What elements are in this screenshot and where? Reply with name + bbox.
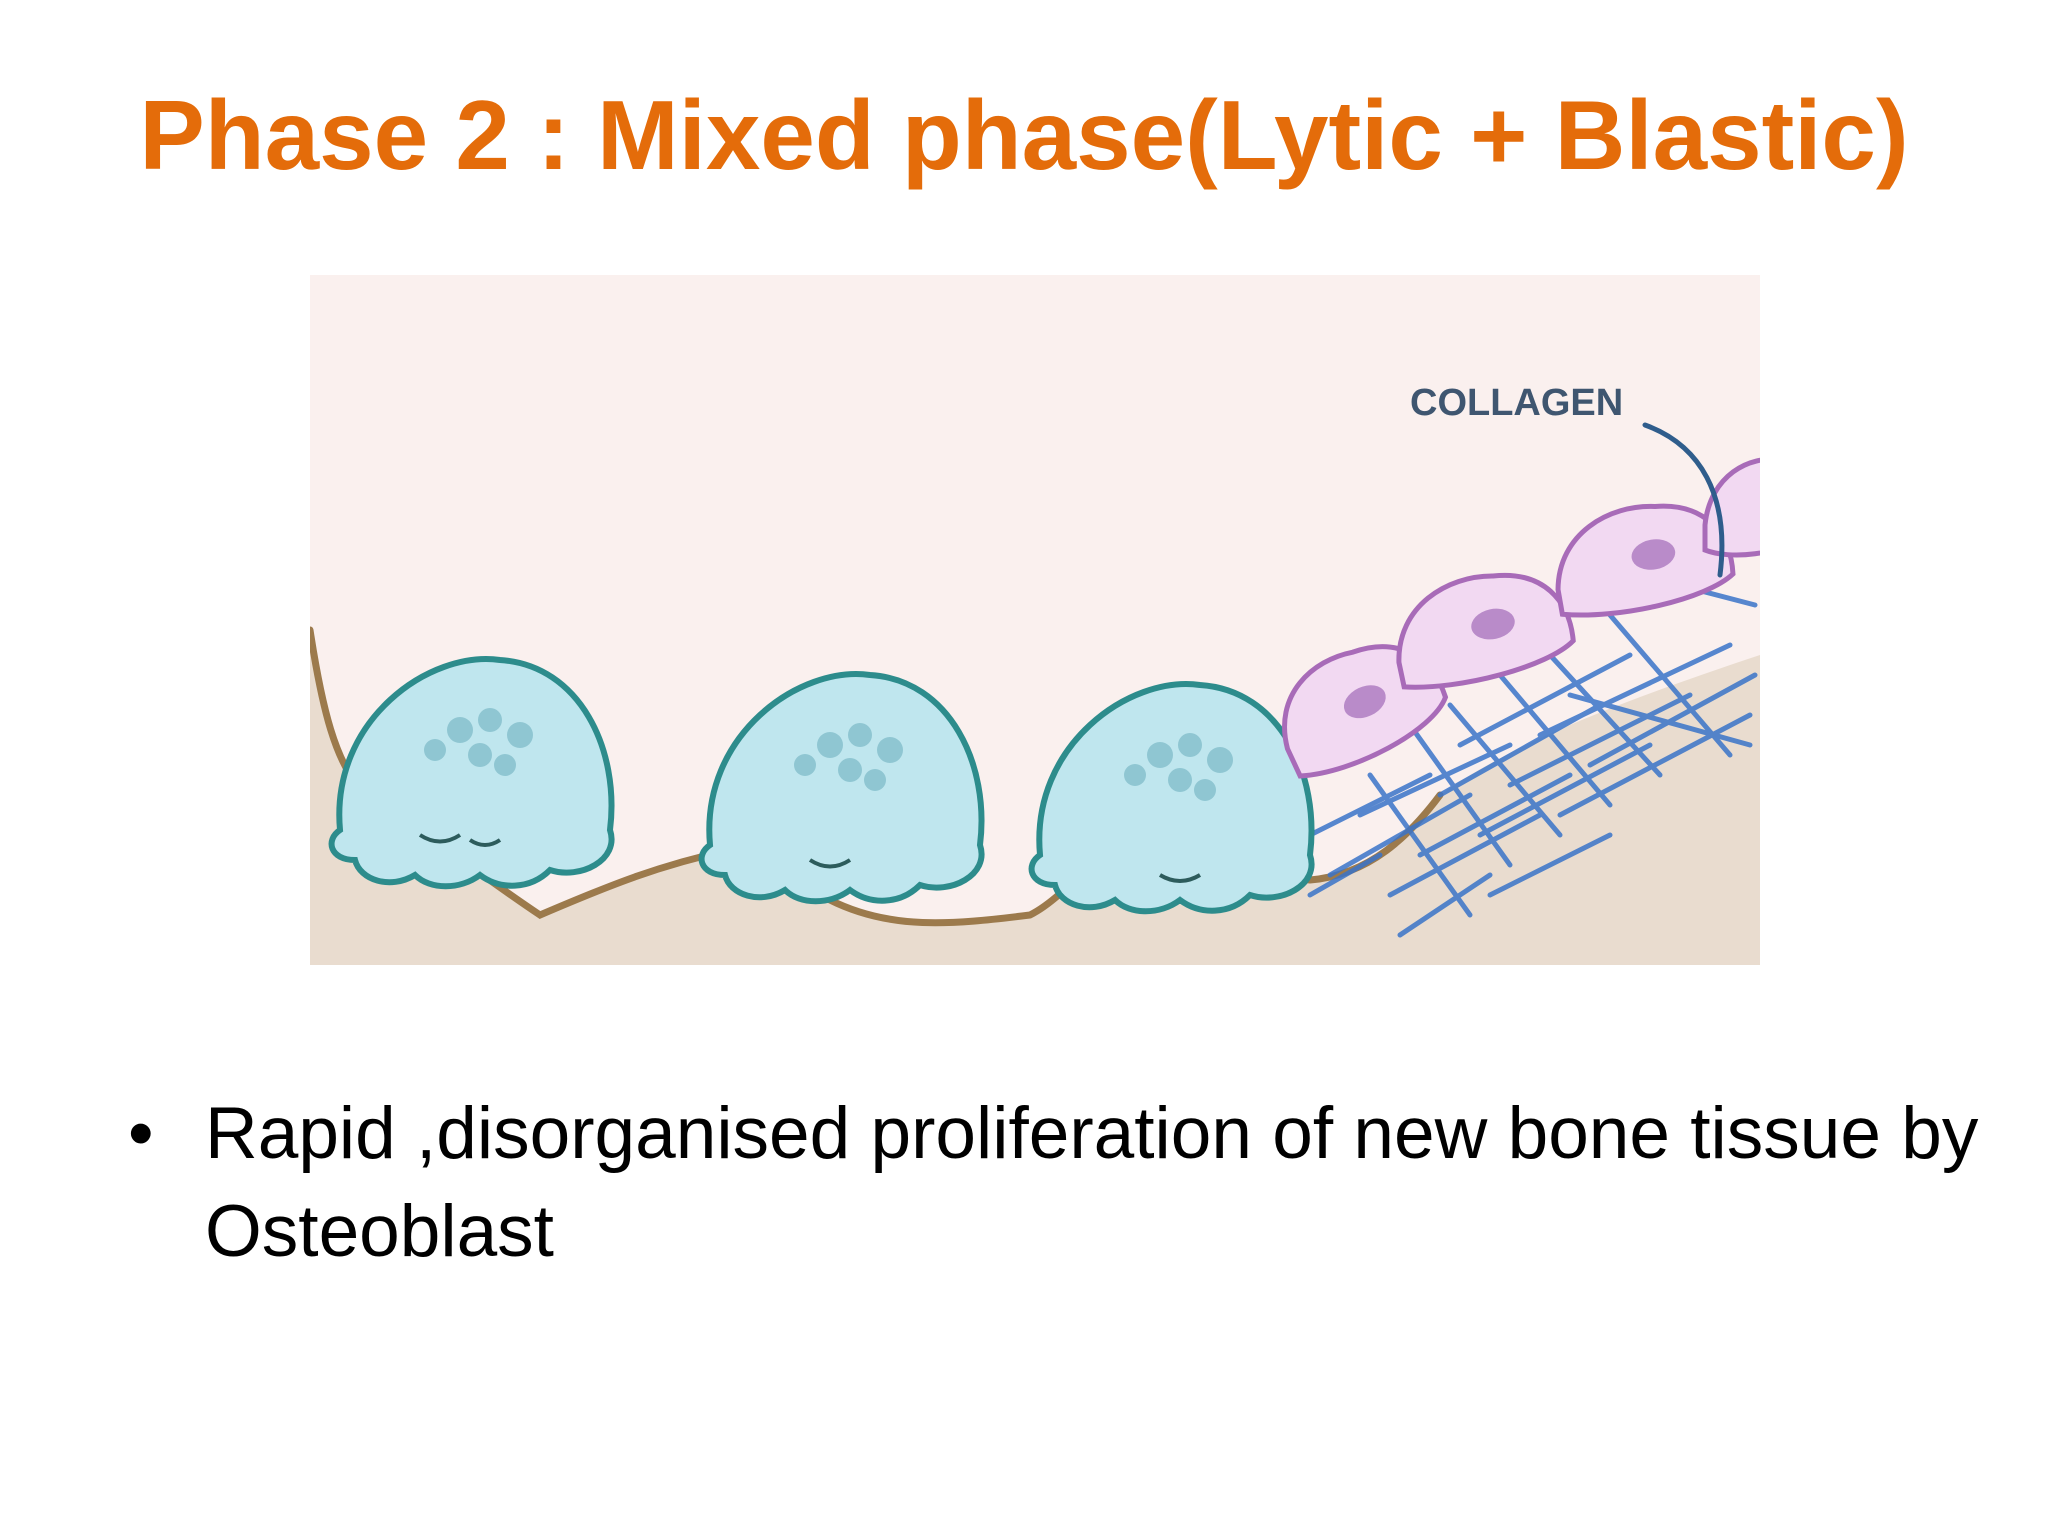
collagen-label: COLLAGEN — [1410, 382, 1623, 424]
bone-remodeling-illustration: COLLAGEN — [310, 275, 1760, 965]
bullet-dot-icon: • — [128, 1093, 154, 1174]
osteoclast-cell-icon — [1028, 681, 1315, 915]
collagen-pointer — [1642, 422, 1725, 578]
osteoblast-cell-icon — [1396, 572, 1576, 690]
osteoclast-cell-icon — [698, 671, 985, 905]
bullet-item: • Rapid ,disorganised proliferation of n… — [120, 1085, 1980, 1281]
collagen-fibers-icon — [1307, 572, 1758, 938]
bullet-list: • Rapid ,disorganised proliferation of n… — [120, 1085, 1980, 1281]
slide-title: Phase 2 : Mixed phase(Lytic + Blastic) — [139, 80, 1909, 190]
osteoclast-cell-icon — [328, 656, 615, 890]
osteoblast-cell-icon — [1702, 457, 1760, 558]
osteoblast-cell-icon — [1555, 503, 1736, 618]
bullet-text: Rapid ,disorganised proliferation of new… — [205, 1093, 1979, 1272]
bone-surface-icon — [310, 630, 1760, 965]
